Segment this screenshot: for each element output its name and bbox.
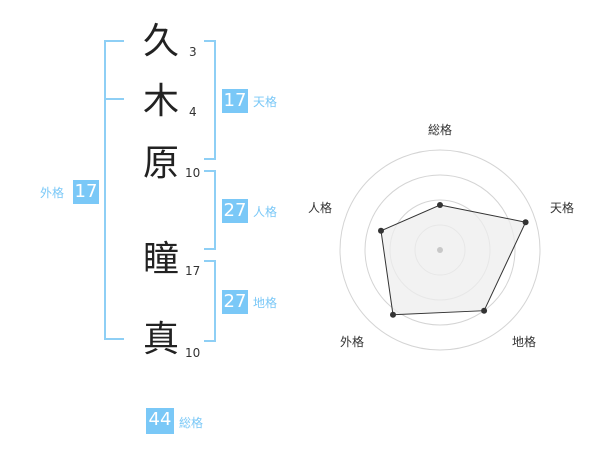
- radar-center: [437, 247, 443, 253]
- radar-point-2: [522, 219, 529, 226]
- radar-point-3: [481, 307, 488, 314]
- tenkaku-value: 17: [222, 89, 248, 113]
- radar-ring: [339, 149, 541, 351]
- jinkaku-label: 人格: [253, 205, 278, 219]
- tenkaku-label: 天格: [253, 95, 278, 109]
- gaikaku-label: 外格: [40, 186, 65, 200]
- stroke-count-5: 10: [185, 346, 201, 360]
- radar-label-soukaku: 総格: [428, 123, 453, 137]
- stroke-count-2: 4: [189, 105, 197, 119]
- kanji-char-4: 瞳: [142, 239, 179, 280]
- soukaku-value: 44: [146, 408, 174, 434]
- radar-label-gaikaku: 外格: [340, 335, 365, 349]
- kanji-char-2: 木: [142, 81, 179, 122]
- radar-label-chikaku: 地格: [512, 335, 537, 349]
- radar-point-1: [437, 202, 443, 208]
- kanji-char-1: 久: [142, 21, 179, 62]
- chikaku-value: 27: [222, 290, 248, 314]
- stroke-count-1: 3: [189, 45, 197, 59]
- radar-point-4: [390, 311, 396, 318]
- stroke-count-3: 10: [185, 166, 201, 180]
- kanji-char-3: 原: [142, 143, 179, 184]
- chikaku-label: 地格: [253, 296, 278, 310]
- jinkaku-value: 27: [222, 199, 248, 223]
- radar-ring: [364, 174, 516, 326]
- radar-label-jinkaku: 人格: [308, 201, 333, 215]
- radar-label-tenkaku: 天格: [550, 201, 575, 215]
- radar-point-5: [378, 227, 384, 234]
- radar-series-polygon: [380, 204, 527, 316]
- stroke-count-4: 17: [185, 264, 201, 278]
- gaikaku-value: 17: [73, 180, 99, 204]
- soukaku-label: 総格: [179, 416, 204, 430]
- kanji-char-5: 真: [142, 319, 179, 360]
